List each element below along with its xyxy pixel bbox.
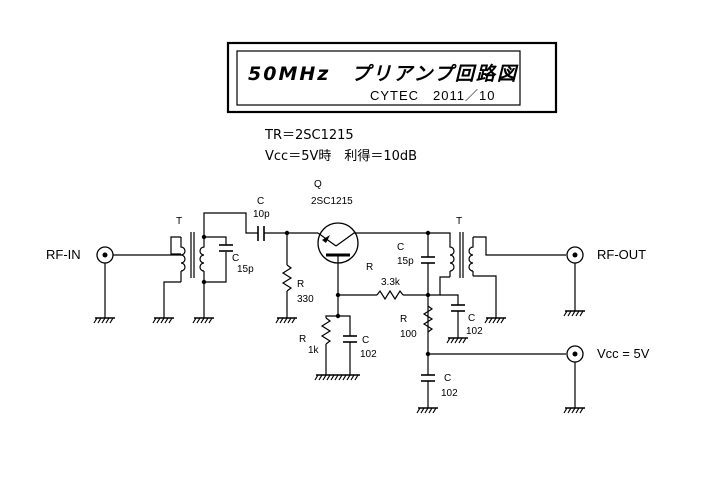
junction-dots	[201, 230, 431, 357]
ground-icon	[563, 407, 585, 414]
title-block: 50MHz プリアンプ回路図 CYTEC 2011／10	[226, 41, 558, 114]
c-out-res-value: 15p	[397, 256, 414, 267]
vcc-connector	[566, 345, 584, 408]
capacitor-c-decouple1	[451, 304, 465, 312]
c-in-res-bottom-wire	[204, 252, 227, 283]
c-emitter-top-wire	[338, 315, 351, 336]
rf-out-label: RF-OUT	[597, 247, 646, 262]
output-transformer	[449, 232, 474, 278]
r-feedback-ref: R	[366, 262, 373, 273]
title-frame-outer	[226, 41, 558, 114]
ground-icon	[563, 310, 585, 317]
r-supply-ref: R	[400, 314, 407, 325]
t-out-top-wire	[426, 232, 451, 237]
r-base-ref: R	[297, 279, 304, 290]
resistor-r-feedback	[376, 289, 404, 301]
title-sub: CYTEC 2011／10	[370, 88, 495, 103]
ground-icon	[152, 317, 174, 324]
c-emitter-ref: C	[362, 335, 369, 346]
c-decouple2-ref: C	[444, 373, 451, 384]
r-supply-value: 100	[400, 329, 417, 340]
t-out-ref: T	[456, 216, 462, 227]
r-emitter-value: 1k	[308, 345, 320, 356]
c-decouple1-value: 102	[466, 326, 483, 337]
c-coupling-ref: C	[257, 196, 264, 207]
transistor-q	[317, 222, 426, 295]
title-main: 50MHz プリアンプ回路図	[248, 63, 519, 85]
input-transformer	[180, 232, 205, 282]
ground-icon	[192, 317, 214, 324]
title-frame-inner	[236, 50, 521, 106]
note-transistor: TR＝2SC1215	[264, 128, 354, 143]
ground-icon	[93, 317, 115, 324]
q-ref: Q	[314, 179, 322, 190]
c-in-res-value: 15p	[237, 264, 254, 275]
capacitor-c-coupling	[257, 226, 265, 241]
c-coupling-value: 10p	[253, 209, 270, 220]
ground-icon	[484, 317, 506, 324]
rf-in-connector	[96, 246, 181, 318]
rf-out-connector	[566, 246, 584, 311]
ground-icon	[416, 407, 438, 414]
ground-symbols	[93, 310, 585, 414]
c-decouple1-top-wire	[440, 294, 459, 305]
c-in-res-top-wire	[204, 236, 227, 245]
resistor-r-emitter	[320, 317, 332, 345]
t-out-ground-wire	[473, 275, 497, 318]
capacitor-c-decouple2	[421, 374, 435, 382]
note-gain: Vcc＝5V時 利得＝10dB	[265, 148, 417, 164]
rf-in-label: RF-IN	[46, 247, 81, 262]
t-in-ref: T	[176, 216, 182, 227]
r-base-value: 330	[297, 294, 314, 305]
ground-icon	[446, 337, 468, 344]
t-out-primary-bottom-wire	[428, 276, 450, 296]
c-out-res-ref: C	[397, 242, 404, 253]
c-decouple2-value: 102	[441, 388, 458, 399]
resistor-r-base	[281, 264, 293, 292]
t-out-secondary-wire	[473, 236, 566, 256]
q-value: 2SC1215	[311, 196, 353, 207]
r-feedback-value: 3.3k	[381, 277, 401, 288]
t-in-primary-top-wire	[170, 236, 181, 255]
vcc-label: Vcc = 5V	[597, 346, 650, 361]
ground-icon	[314, 374, 360, 381]
resistor-r-supply	[422, 305, 434, 333]
c-in-res-ref: C	[232, 253, 239, 264]
c-decouple1-ref: C	[468, 313, 475, 324]
emitter-split-wire	[325, 295, 339, 318]
t-in-primary-ground-wire	[163, 281, 181, 318]
t-in-secondary-top-wire	[203, 212, 258, 237]
r-emitter-ref: R	[299, 334, 306, 345]
c-emitter-value: 102	[360, 349, 377, 360]
capacitor-c-in-res	[219, 244, 233, 252]
capacitor-c-out-res	[421, 256, 435, 264]
capacitor-c-emitter	[343, 335, 357, 343]
ground-icon	[275, 317, 297, 324]
